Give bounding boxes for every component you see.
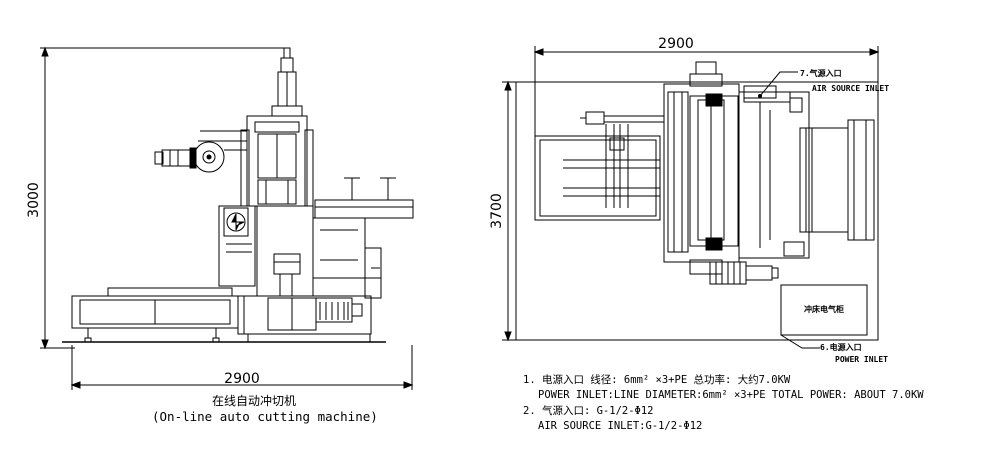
right-width-dimension	[533, 46, 880, 136]
air-inlet-label-cn: 7.气源入口	[800, 68, 842, 78]
air-inlet-label-en: AIR SOURCE INLET	[812, 84, 889, 93]
cabinet-label: 冲床电气柜	[804, 304, 844, 314]
left-height-dimension	[40, 46, 285, 350]
right-width-value: 2900	[658, 36, 694, 52]
note-line-2: POWER INLET:LINE DIAMETER:6mm² ×3+PE TOT…	[538, 389, 924, 401]
left-caption-cn: 在线自动冲切机	[212, 394, 297, 408]
note-line-1: 1. 电源入口 线径: 6mm² ×3+PE 总功率: 大约7.0KW	[523, 374, 791, 386]
note-line-3: 2. 气源入口: G-1/2-Φ12	[523, 405, 654, 417]
left-caption-en: (On-line auto cutting machine)	[152, 409, 378, 424]
power-inlet-label-en: POWER INLET	[835, 355, 888, 364]
left-width-dimension	[70, 345, 414, 390]
note-line-4: AIR SOURCE INLET:G-1/2-Φ12	[538, 420, 703, 432]
power-inlet-label-cn: 6.电源入口	[820, 342, 862, 352]
left-width-value: 2900	[224, 371, 260, 387]
right-machine-plan	[515, 61, 879, 349]
left-machine-elevation	[62, 47, 414, 343]
right-height-value: 3700	[489, 193, 505, 229]
left-height-value: 3000	[26, 182, 42, 218]
